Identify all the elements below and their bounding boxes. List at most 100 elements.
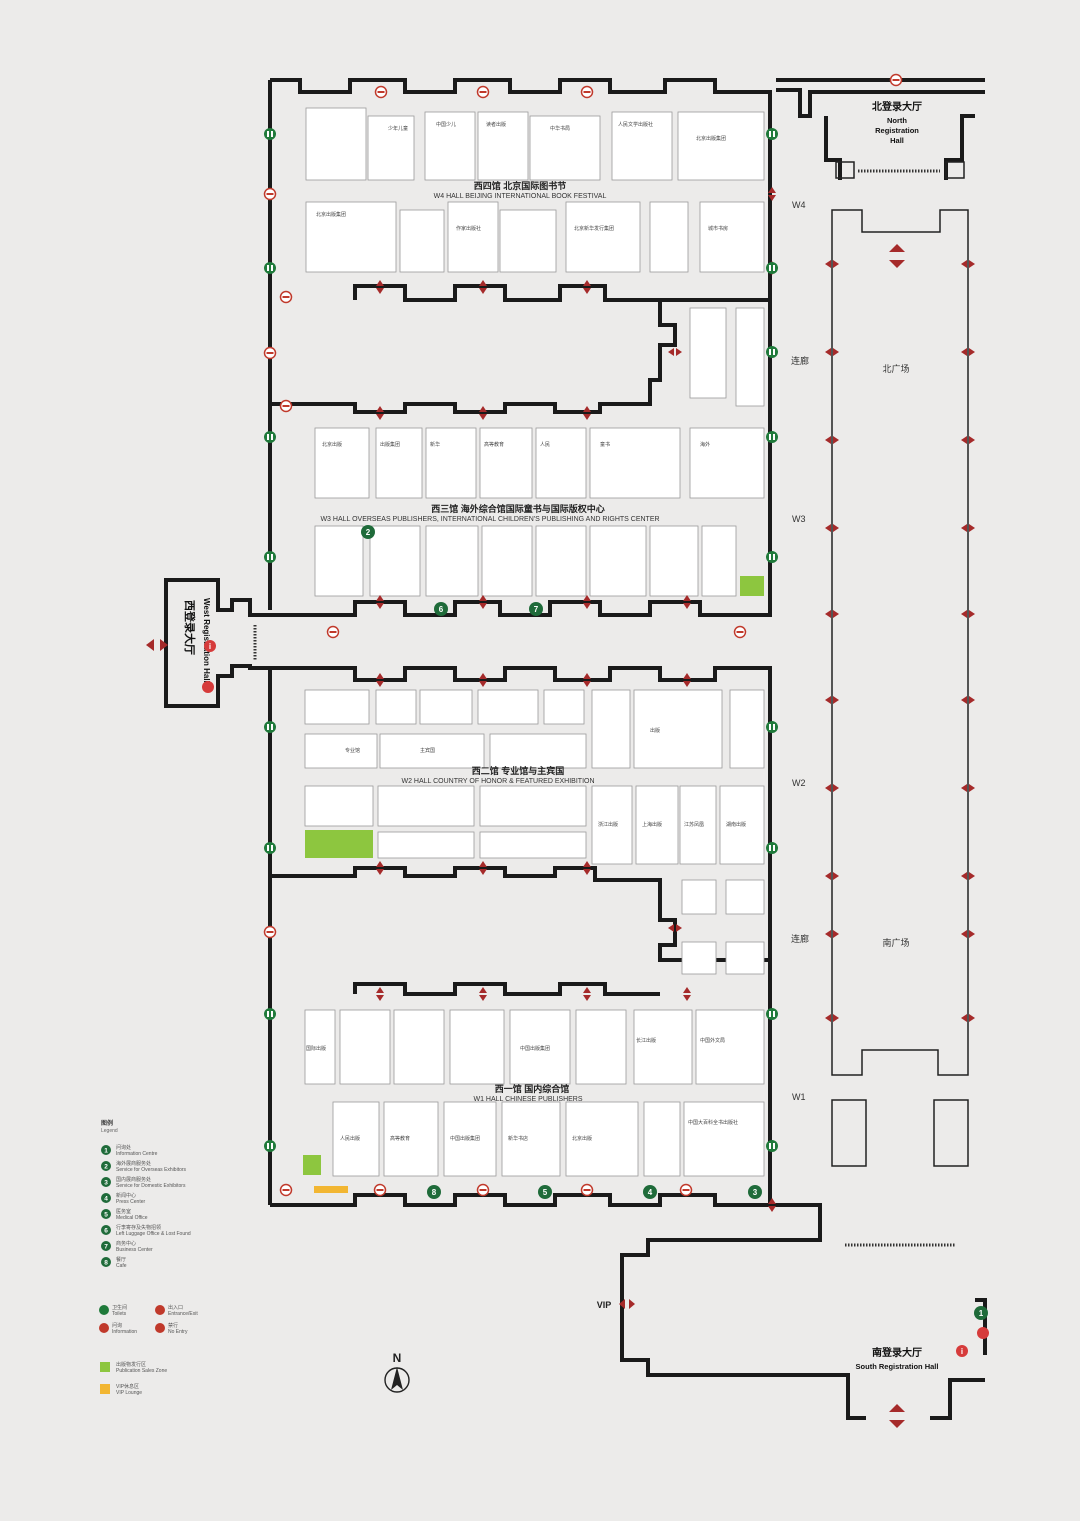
entrance-door-icon[interactable] xyxy=(961,784,975,792)
restroom-icon[interactable] xyxy=(766,262,778,274)
entrance-door-icon[interactable] xyxy=(825,1014,839,1022)
entrance-door-icon[interactable] xyxy=(479,987,487,1001)
entrance-door-icon[interactable] xyxy=(825,930,839,938)
service-point-2-icon[interactable]: 2 xyxy=(361,525,375,539)
entrance-door-icon[interactable] xyxy=(583,595,591,609)
hall-w3[interactable]: 西三馆 海外综合馆国际童书与国际版权中心 W3 HALL OVERSEAS PU… xyxy=(270,300,806,617)
legend-item-cn: 商务中心 xyxy=(116,1240,136,1247)
entrance-door-icon[interactable] xyxy=(825,436,839,444)
w1-vip-lounge xyxy=(314,1186,348,1193)
restroom-icon[interactable] xyxy=(766,551,778,563)
entrance-door-icon[interactable] xyxy=(825,696,839,704)
service-point-7-icon[interactable]: 7 xyxy=(529,602,543,616)
entrance-door-icon[interactable] xyxy=(961,436,975,444)
restroom-icon[interactable] xyxy=(766,842,778,854)
north-square-label: 北广场 xyxy=(882,363,909,374)
entrance-icon[interactable] xyxy=(202,681,214,693)
hall-w4[interactable]: 西四馆 北京国际图书节 W4 HALL BEIJING INTERNATIONA… xyxy=(268,78,806,610)
entrance-door-icon[interactable] xyxy=(683,595,691,609)
entrance-door-icon[interactable] xyxy=(961,260,975,268)
entrance-door-icon[interactable] xyxy=(583,673,591,687)
restroom-icon[interactable] xyxy=(264,128,276,140)
entrance-door-icon[interactable] xyxy=(825,784,839,792)
w4-booth-label: 中华书局 xyxy=(550,125,570,132)
corridor-door-arrows[interactable] xyxy=(889,244,905,268)
entrance-door-icon[interactable] xyxy=(961,348,975,356)
entrance-door-icon[interactable] xyxy=(376,595,384,609)
entrance-door-icon[interactable] xyxy=(376,861,384,875)
entrance-door-icon[interactable] xyxy=(825,610,839,618)
entrance-door-icon[interactable] xyxy=(583,861,591,875)
entrance-door-icon[interactable] xyxy=(825,348,839,356)
entrance-door-icon[interactable] xyxy=(961,524,975,532)
restroom-icon[interactable] xyxy=(766,1140,778,1152)
entrance-door-icon[interactable] xyxy=(668,924,682,932)
entrance-door-icon[interactable] xyxy=(583,406,591,420)
w3-sales-zone xyxy=(740,576,764,596)
no-entry-icon xyxy=(580,85,594,99)
entrance-door-icon[interactable] xyxy=(768,187,776,201)
entrance-icon[interactable] xyxy=(977,1327,989,1339)
entrance-door-icon[interactable] xyxy=(376,987,384,1001)
entrance-door-icon[interactable] xyxy=(479,595,487,609)
north-registration-hall[interactable]: 北登录大厅 North Registration Hall xyxy=(776,78,985,180)
west-door-arrows-icon[interactable] xyxy=(146,639,168,651)
hall-w2[interactable]: 西二馆 专业馆与主宾国 W2 HALL COUNTRY OF HONOR & F… xyxy=(268,666,806,1205)
restroom-icon[interactable] xyxy=(766,721,778,733)
entrance-door-icon[interactable] xyxy=(825,872,839,880)
entrance-door-icon[interactable] xyxy=(479,406,487,420)
entrance-door-icon[interactable] xyxy=(376,673,384,687)
restroom-icon[interactable] xyxy=(264,262,276,274)
restroom-icon[interactable] xyxy=(766,346,778,358)
south-registration-hall[interactable]: 南登录大厅 South Registration Hall i 1 xyxy=(856,1306,989,1428)
east-corridor: 北广场 南广场 连廊 连廊 xyxy=(791,209,969,1167)
entrance-door-icon[interactable] xyxy=(961,1014,975,1022)
south-door-arrows-icon[interactable] xyxy=(889,1404,905,1428)
entrance-door-icon[interactable] xyxy=(479,861,487,875)
restroom-icon[interactable] xyxy=(264,431,276,443)
restroom-icon[interactable] xyxy=(264,721,276,733)
entrance-door-icon[interactable] xyxy=(825,260,839,268)
no-entry-icon xyxy=(476,85,490,99)
service-point-8-icon[interactable]: 8 xyxy=(427,1185,441,1199)
restroom-icon[interactable] xyxy=(264,842,276,854)
info-icon[interactable] xyxy=(204,640,216,652)
entrance-door-icon[interactable] xyxy=(479,673,487,687)
entrance-door-icon[interactable] xyxy=(583,280,591,294)
entrance-door-icon[interactable] xyxy=(825,524,839,532)
entrance-door-icon[interactable] xyxy=(376,280,384,294)
restroom-icon[interactable] xyxy=(766,128,778,140)
service-point-1-icon[interactable] xyxy=(974,1306,988,1320)
no-entry-icon xyxy=(263,187,277,201)
service-point-6-icon[interactable]: 6 xyxy=(434,602,448,616)
vip-entrance[interactable]: VIP xyxy=(597,1299,635,1310)
entrance-door-icon[interactable] xyxy=(961,610,975,618)
entrance-door-icon[interactable] xyxy=(683,987,691,1001)
svg-text:7: 7 xyxy=(534,605,539,614)
hall-w1[interactable]: 西一馆 国内综合馆 W1 HALL CHINESE PUBLISHERS W1 … xyxy=(270,960,987,1420)
entrance-door-icon[interactable] xyxy=(768,1198,776,1212)
restroom-icon[interactable] xyxy=(264,551,276,563)
service-point-5-icon[interactable]: 5 xyxy=(538,1185,552,1199)
restroom-icon[interactable] xyxy=(766,1008,778,1020)
west-registration-hall[interactable]: 西登录大厅 West Registration Hall i xyxy=(146,578,270,708)
restroom-icon[interactable] xyxy=(766,431,778,443)
entrance-door-icon[interactable] xyxy=(583,987,591,1001)
entrance-door-icon[interactable] xyxy=(961,872,975,880)
service-point-4-icon[interactable]: 4 xyxy=(643,1185,657,1199)
entrance-door-icon[interactable] xyxy=(668,348,682,356)
info-icon[interactable] xyxy=(956,1345,968,1357)
entrance-door-icon[interactable] xyxy=(479,280,487,294)
entrance-door-icon[interactable] xyxy=(376,406,384,420)
legend-item-cn: 国内展商服务处 xyxy=(116,1176,151,1183)
restroom-icon[interactable] xyxy=(264,1008,276,1020)
restroom-icon[interactable] xyxy=(264,1140,276,1152)
service-point-3-icon[interactable]: 3 xyxy=(748,1185,762,1199)
entrance-door-icon[interactable] xyxy=(961,930,975,938)
entrance-door-icon[interactable] xyxy=(683,673,691,687)
entrance-door-icon[interactable] xyxy=(961,696,975,704)
